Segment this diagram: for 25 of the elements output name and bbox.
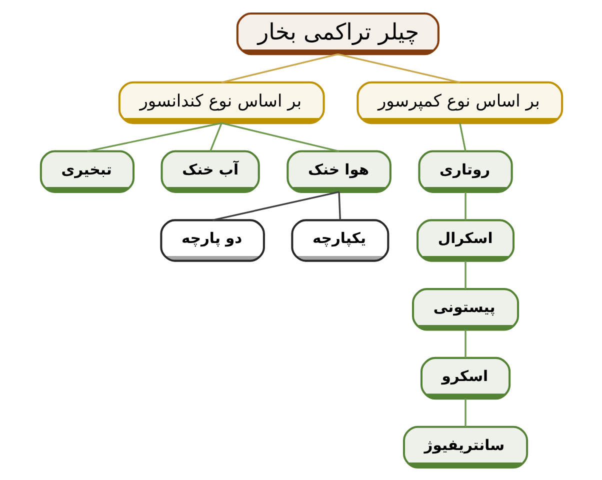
connector [337, 52, 460, 83]
node-box: پیستونی [412, 288, 519, 330]
connector [338, 191, 341, 220]
node-box: یکپارچه [290, 218, 389, 262]
node-box: چیلر تراکمی بخار [236, 12, 439, 55]
node-box: دو پارچه [160, 218, 264, 262]
connector [464, 191, 466, 220]
connector [220, 52, 338, 83]
node-box: بر اساس نوع کندانسور [118, 80, 324, 124]
connector [464, 398, 466, 426]
node-box: بر اساس نوع کمپرسور [356, 80, 563, 124]
connector [209, 122, 222, 152]
node-box: سانتریفیوژ [402, 425, 528, 468]
connector [212, 190, 339, 220]
node-box: اسکرو [420, 356, 510, 400]
node-box: هوا خنک [286, 150, 391, 192]
node-box: تبخیری [39, 150, 134, 192]
connector [86, 122, 222, 152]
node-box: اسکرال [416, 218, 514, 262]
connector [458, 122, 466, 151]
node-box: روتاری [418, 150, 512, 192]
node-box: آب خنک [160, 150, 260, 192]
connector [220, 122, 339, 152]
connector [464, 260, 466, 289]
connector [464, 329, 466, 358]
